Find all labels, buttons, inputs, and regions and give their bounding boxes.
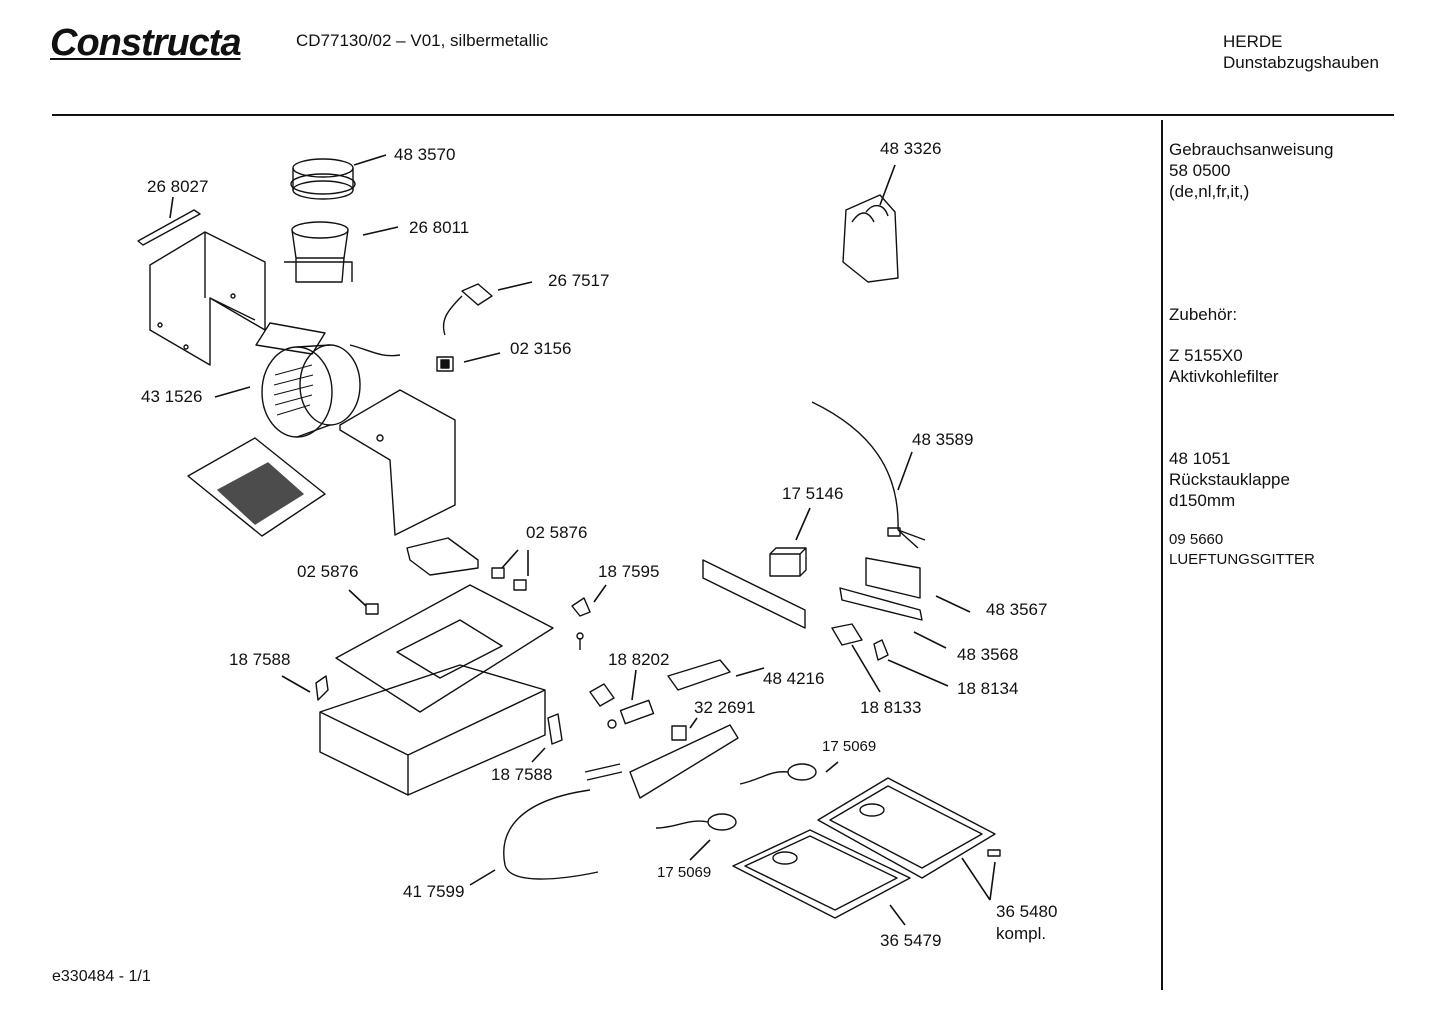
label-26-8027: 26 8027 <box>147 177 209 196</box>
label-48-3568: 48 3568 <box>957 645 1019 664</box>
brand-logo: Constructa <box>50 22 242 64</box>
accessory-1-number: Z 5155X0 <box>1169 346 1243 365</box>
part-lamps <box>655 763 817 831</box>
accessory-2: 48 1051 Rückstauklappe d150mm <box>1169 448 1290 511</box>
label-18-8134: 18 8134 <box>957 679 1019 698</box>
label-48-3570: 48 3570 <box>394 145 456 164</box>
part-cable <box>503 763 623 880</box>
part-side-panel <box>339 389 456 536</box>
manual-languages: (de,nl,fr,it,) <box>1169 182 1250 201</box>
part-cable-harness <box>811 401 926 549</box>
part-power-plug <box>442 283 493 336</box>
part-small-bracket <box>571 597 591 650</box>
label-26-7517: 26 7517 <box>548 271 610 290</box>
accessory-1: Z 5155X0 Aktivkohlefilter <box>1169 345 1279 387</box>
label-26-8011: 26 8011 <box>409 218 470 237</box>
part-flange-ring <box>290 158 356 200</box>
label-32-2691: 32 2691 <box>694 698 756 717</box>
part-clips <box>831 623 889 661</box>
sidebar-divider <box>1161 120 1163 990</box>
label-02-3156: 02 3156 <box>510 339 572 358</box>
accessory-3-name: LUEFTUNGSGITTER <box>1169 551 1315 568</box>
label-17-5069-a: 17 5069 <box>822 738 877 755</box>
accessory-3-number: 09 5660 <box>1169 531 1224 548</box>
label-18-8133: 18 8133 <box>860 698 922 717</box>
label-36-5480-note: kompl. <box>996 924 1047 943</box>
part-blower <box>255 322 401 438</box>
manual-info: Gebrauchsanweisung 58 0500 (de,nl,fr,it,… <box>1169 139 1333 202</box>
part-terminal-block <box>839 557 923 621</box>
label-36-5480: 36 5480 <box>996 902 1058 921</box>
accessory-1-name: Aktivkohlefilter <box>1169 367 1279 386</box>
label-41-7599: 41 7599 <box>403 882 465 901</box>
accessory-2-size: d150mm <box>1169 491 1236 510</box>
label-02-5876-b: 02 5876 <box>297 562 359 581</box>
label-48-3326: 48 3326 <box>880 139 942 158</box>
part-grease-tray <box>187 437 326 537</box>
label-17-5146: 17 5146 <box>782 484 844 503</box>
part-relay <box>769 547 807 577</box>
part-control-bracket <box>702 559 806 629</box>
label-02-5876-a: 02 5876 <box>526 523 588 542</box>
category-line-2: Dunstabzugshauben <box>1223 53 1379 72</box>
part-corner-clips <box>315 675 563 745</box>
manual-number: 58 0500 <box>1169 161 1231 180</box>
document-id: e330484 - 1/1 <box>52 968 151 985</box>
part-switch-plate <box>629 724 739 799</box>
part-air-channel <box>406 537 479 576</box>
exploded-view-diagram <box>137 154 1001 926</box>
part-strip <box>137 209 201 246</box>
accessories-title: Zubehör: <box>1169 305 1238 324</box>
part-lamp-cover <box>667 659 731 691</box>
label-48-4216: 48 4216 <box>763 669 825 688</box>
manual-title: Gebrauchsanweisung <box>1169 140 1334 159</box>
part-top-plate <box>335 584 554 713</box>
label-43-1526: 43 1526 <box>141 387 203 406</box>
accessory-2-name: Rückstauklappe <box>1169 470 1290 489</box>
label-18-7588-b: 18 7588 <box>491 765 553 784</box>
part-grease-filters <box>732 777 1001 919</box>
header-divider <box>52 114 1394 116</box>
label-17-5069-b: 17 5069 <box>657 864 712 881</box>
part-switch <box>436 356 454 372</box>
label-48-3567: 48 3567 <box>986 600 1048 619</box>
part-duct-adapter <box>284 221 353 283</box>
accessory-3: 09 5660 LUEFTUNGSGITTER <box>1169 530 1315 570</box>
part-housing-bracket <box>149 231 266 366</box>
label-18-8202: 18 8202 <box>608 650 670 669</box>
part-capacitor <box>589 683 655 729</box>
part-base-housing <box>319 664 546 796</box>
category-line-1: HERDE <box>1223 32 1283 51</box>
model-title: CD77130/02 – V01, silbermetallic <box>296 31 549 50</box>
label-18-7588-a: 18 7588 <box>229 650 291 669</box>
part-filter-bag <box>842 194 899 283</box>
leader-lines <box>169 154 996 926</box>
label-48-3589: 48 3589 <box>912 430 974 449</box>
label-18-7595: 18 7595 <box>598 562 660 581</box>
label-36-5479: 36 5479 <box>880 931 942 950</box>
accessory-2-number: 48 1051 <box>1169 449 1231 468</box>
part-nut-clips <box>365 567 527 615</box>
category-block: HERDE Dunstabzugshauben <box>1223 31 1379 73</box>
